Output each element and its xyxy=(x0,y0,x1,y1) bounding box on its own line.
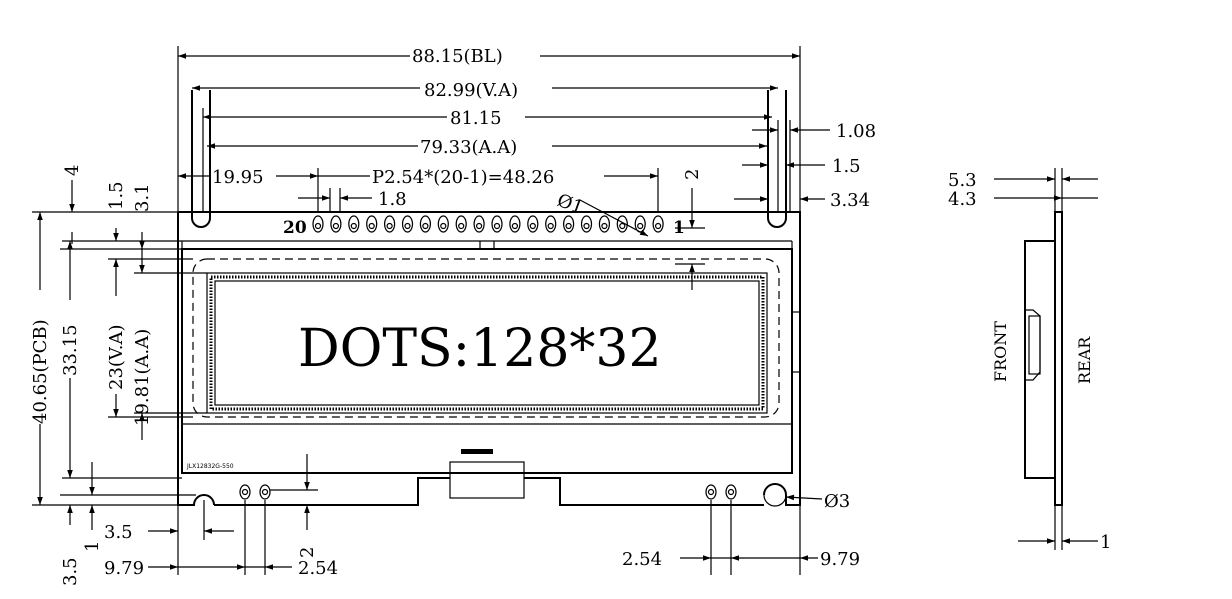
connector-pin xyxy=(652,215,664,233)
connector-pin xyxy=(312,215,324,233)
connector-pin xyxy=(527,215,539,233)
connector-pin-hole xyxy=(350,222,357,230)
display-dots-label: DOTS:128*32 xyxy=(298,319,662,379)
connector-pin-hole xyxy=(511,222,519,230)
side-dim-5-3: 5.3 xyxy=(948,170,977,191)
dim-pcb-height: 40.65(PCB) xyxy=(30,319,51,424)
dim-pin-height: 2 xyxy=(682,169,703,180)
dim-right-margin: 1.5 xyxy=(832,156,861,177)
side-pcb xyxy=(1054,211,1063,506)
top-left-slot xyxy=(191,90,211,228)
connector-pin xyxy=(419,215,431,233)
dim-va-width: 82.99(V.A) xyxy=(424,80,518,101)
pin-label-20: 20 xyxy=(283,218,307,238)
dim-top-3-1: 3.1 xyxy=(132,183,153,212)
connector-pin-hole xyxy=(583,222,590,230)
bottom-right-pads xyxy=(705,484,737,500)
active-area-inner xyxy=(214,280,760,406)
connector-pin-hole xyxy=(529,222,536,230)
connector-pin xyxy=(348,215,360,233)
dim-bottom-2: 2 xyxy=(297,547,318,558)
active-area-outer xyxy=(206,272,768,414)
connector-pin-hole xyxy=(619,222,626,230)
dim-bottom-3-5-v: 3.5 xyxy=(60,557,81,586)
side-dim-1: 1 xyxy=(1100,532,1111,553)
connector-pin xyxy=(580,215,593,233)
connector-pin xyxy=(509,215,521,233)
viewing-area-outline xyxy=(192,258,780,418)
right-mount-hole xyxy=(763,483,787,507)
bottom-left-pads xyxy=(239,484,271,500)
dim-aa-height: 19.81(A.A) xyxy=(132,329,153,426)
dim-bottom-9-79-left: 9.79 xyxy=(104,558,144,579)
dim-right-edge: 3.34 xyxy=(830,190,870,211)
dim-bottom-9-79-right: 9.79 xyxy=(820,549,860,570)
part-number-label: JLX12832G-550 xyxy=(186,463,234,470)
connector-pin xyxy=(455,215,467,233)
connector-pin xyxy=(384,215,396,233)
top-dimensions: 88.15(BL) 82.99(V.A) 81.15 79.33(A.A) 1.… xyxy=(177,46,876,290)
backlight-connector xyxy=(449,461,525,499)
dim-pin-spacing: 1.8 xyxy=(378,189,407,210)
dim-top-4: 4 xyxy=(62,165,83,176)
connector-pin-hole xyxy=(314,222,322,230)
connector-pin-hole xyxy=(332,222,339,230)
side-view: FRONT REAR 5.3 4.3 1 xyxy=(948,168,1111,553)
dim-bottom-1: 1 xyxy=(82,541,103,552)
connector-pin xyxy=(366,215,378,233)
connector-pin-hole xyxy=(440,222,447,230)
connector-pin xyxy=(545,215,557,233)
active-area-dots xyxy=(209,275,765,411)
dim-bottom-2-54-left: 2.54 xyxy=(298,558,338,579)
connector-pin xyxy=(437,215,449,233)
top-right-slot xyxy=(767,90,787,228)
connector-pin-hole xyxy=(458,222,465,230)
connector-pin xyxy=(598,215,611,233)
dim-va-height: 23(V.A) xyxy=(106,324,127,390)
connector-mark xyxy=(461,449,493,454)
dim-top-right-small: 1.08 xyxy=(836,121,876,142)
side-dim-4-3: 4.3 xyxy=(948,189,977,210)
dim-glass-height: 33.15 xyxy=(60,324,81,376)
side-front-label: FRONT xyxy=(991,321,1010,382)
dim-glass-width: 81.15 xyxy=(450,108,502,129)
connector-pin-hole xyxy=(493,222,501,230)
dim-bottom-3-5-h: 3.5 xyxy=(104,522,133,543)
pin-row xyxy=(312,215,664,233)
connector-pin-hole xyxy=(637,222,644,230)
bottom-dimensions: 3.5 9.79 2.54 2 2.54 9.79 Ø3 xyxy=(104,454,860,579)
dim-aa-width: 79.33(A.A) xyxy=(420,137,517,158)
dim-pin-pitch: P2.54*(20-1)=48.26 xyxy=(372,167,554,188)
connector-pin xyxy=(330,215,342,233)
connector-pin xyxy=(616,215,628,233)
side-rear-label: REAR xyxy=(1075,336,1094,384)
connector-pin xyxy=(562,215,575,233)
dim-top-1-5: 1.5 xyxy=(106,181,127,210)
front-view: 20 1 DOTS:128*32 JLX12832G-550 xyxy=(177,90,801,507)
bottom-left-hole-cutout xyxy=(193,494,215,506)
connector-pin-hole xyxy=(654,222,662,230)
connector-pin xyxy=(401,215,414,233)
dim-pin-offset: 19.95 xyxy=(212,167,264,188)
connector-pin-hole xyxy=(404,222,411,230)
side-tab xyxy=(1025,309,1041,381)
connector-pin-hole xyxy=(565,222,572,230)
dim-bl-width: 88.15(BL) xyxy=(412,46,503,67)
left-dimensions: 40.65(PCB) 33.15 23(V.A) 19.81(A.A) 4 1.… xyxy=(30,165,207,586)
connector-pin-hole xyxy=(368,222,375,230)
connector-pin-hole xyxy=(476,222,483,230)
dim-hole-dia-large: Ø3 xyxy=(824,491,850,512)
frame-side-tab xyxy=(791,311,801,373)
connector-pin-hole xyxy=(386,222,393,230)
dim-bottom-2-54-right: 2.54 xyxy=(622,549,662,570)
connector-pin xyxy=(473,215,485,233)
connector-pin-hole xyxy=(601,222,608,230)
connector-pin xyxy=(491,215,503,233)
connector-pin-hole xyxy=(547,222,554,230)
connector-pin-hole xyxy=(422,222,429,230)
dim-hole-dia-small: Ø1 xyxy=(554,190,586,219)
